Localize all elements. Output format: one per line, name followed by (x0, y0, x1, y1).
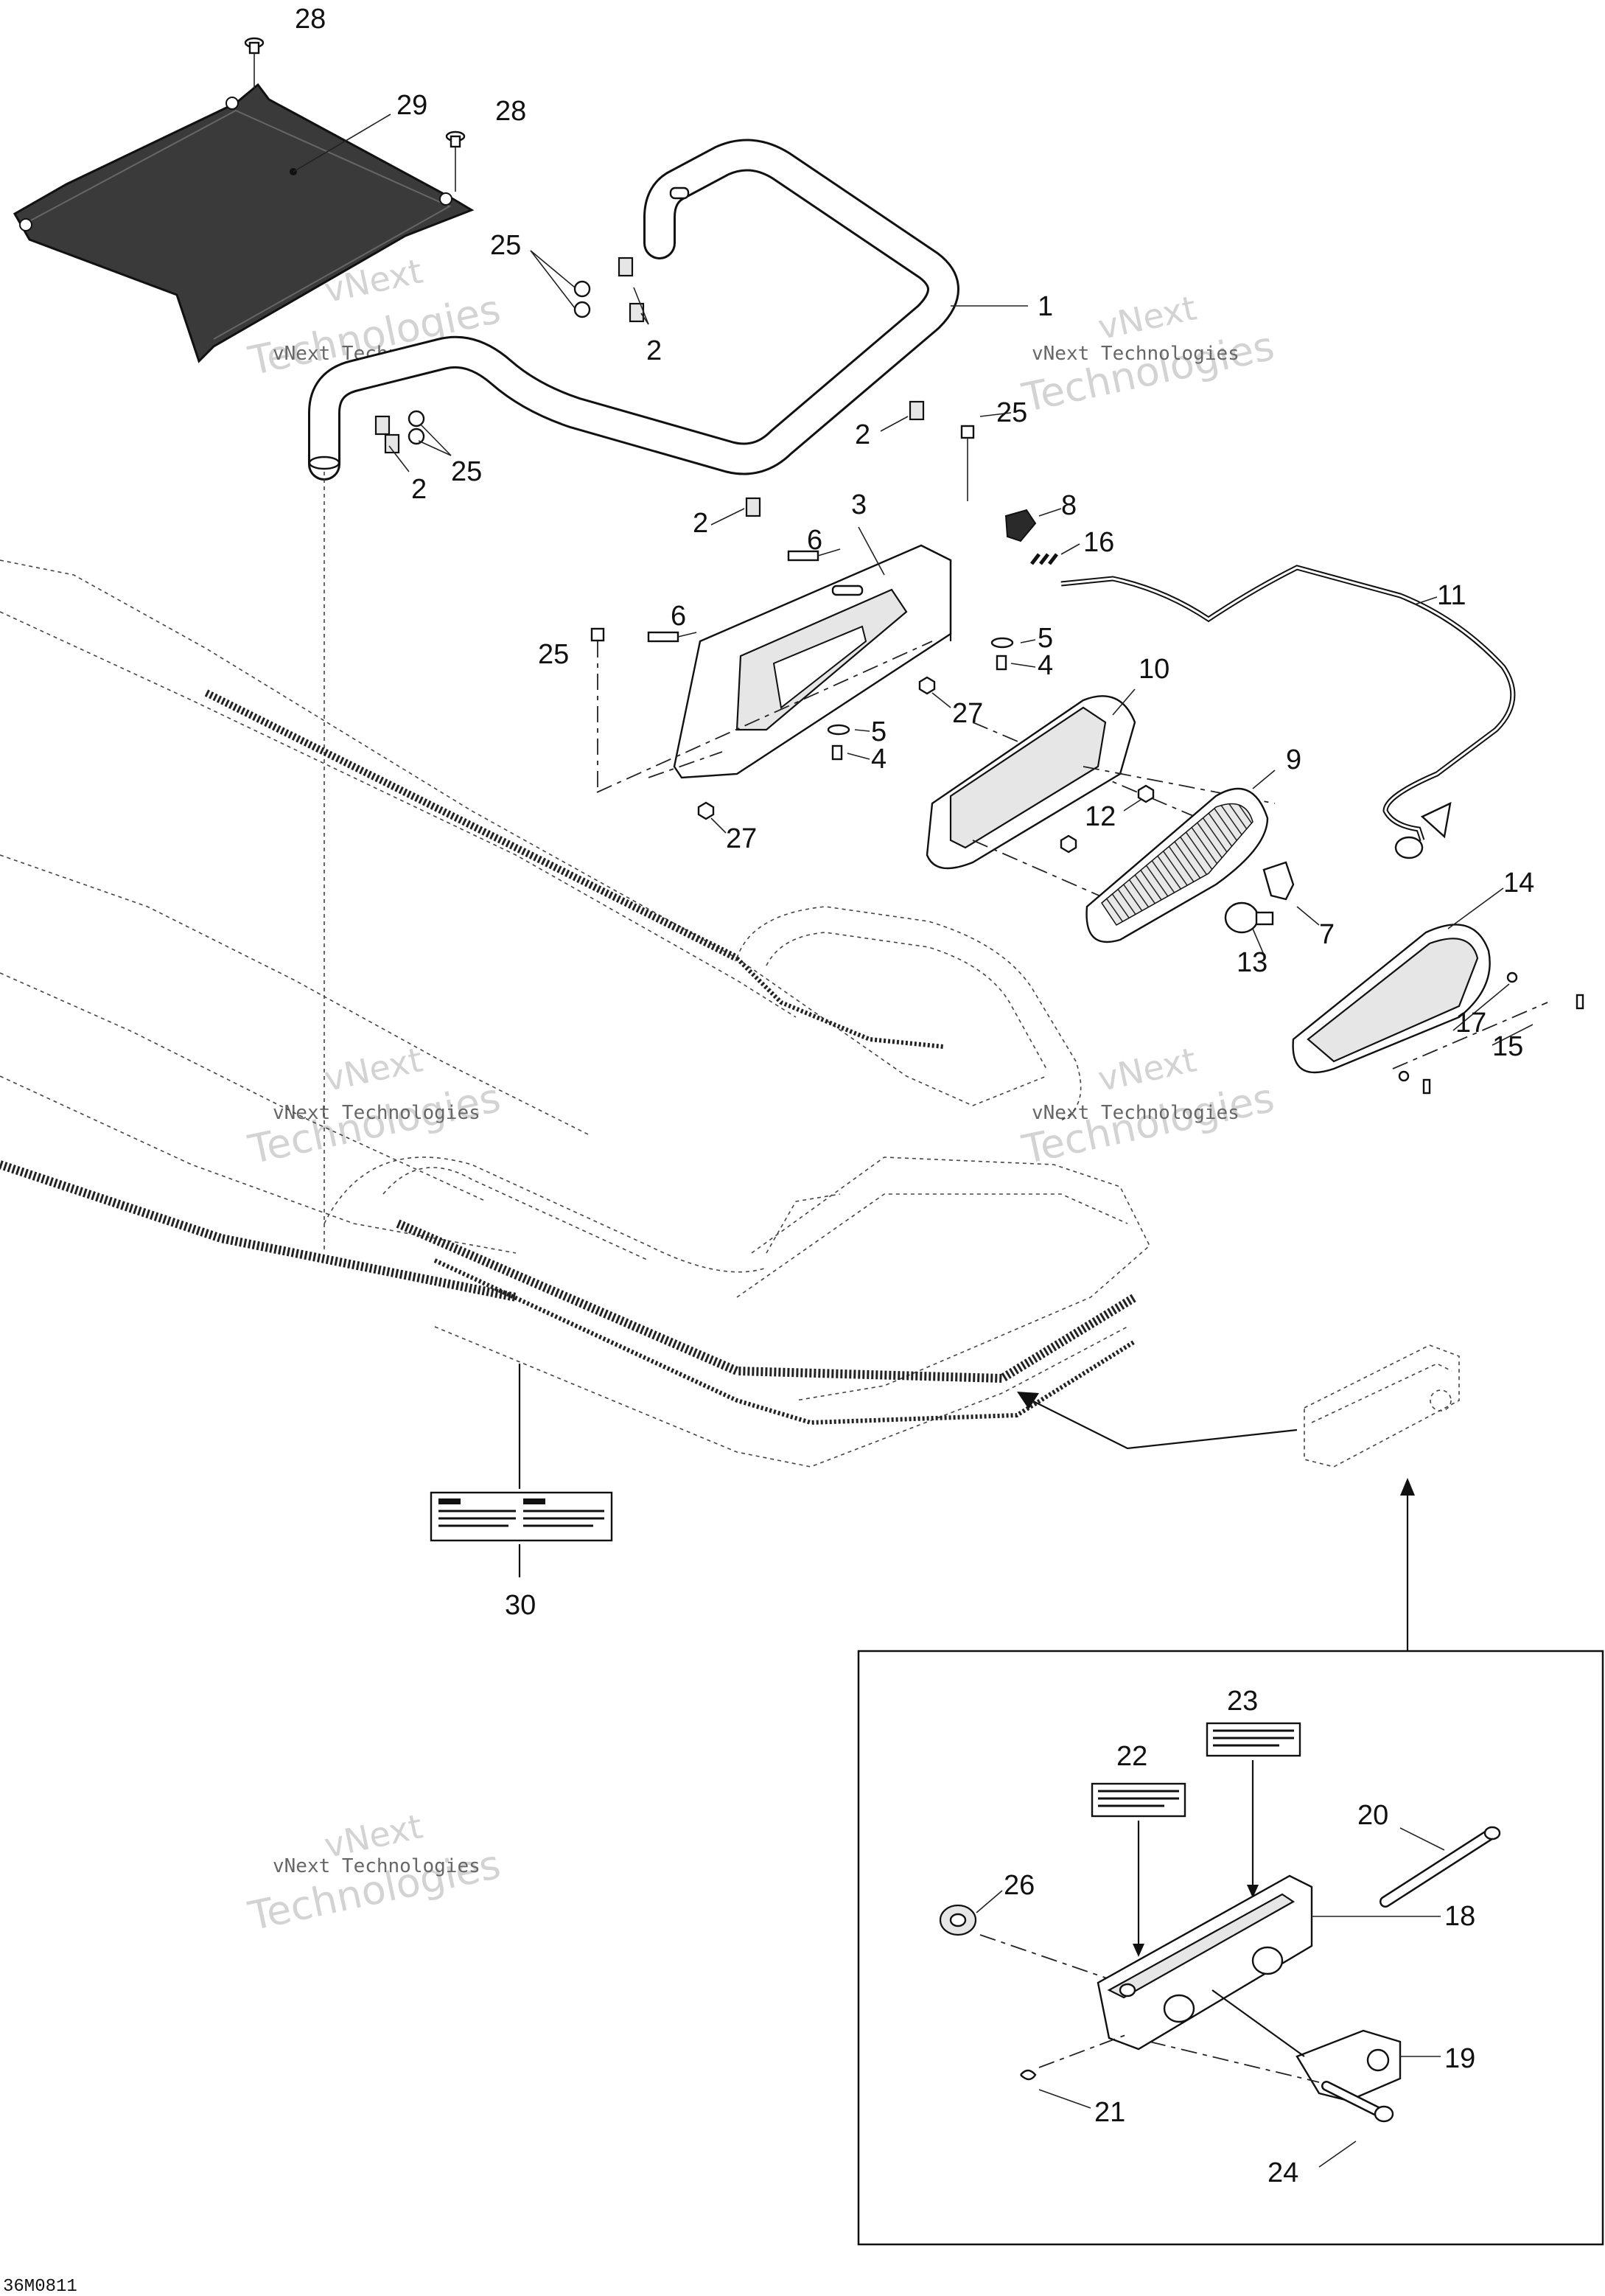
callout-26: 26 (1004, 1870, 1035, 1901)
callout-27: 27 (952, 698, 983, 729)
callout-labels: 28 29 28 25 2 1 25 2 2 25 2 3 8 16 6 11 … (295, 4, 1534, 2188)
callout-4: 4 (1038, 650, 1053, 681)
callout-30: 30 (505, 1590, 536, 1621)
leader-lines (388, 250, 1012, 526)
callout-13: 13 (1237, 947, 1267, 978)
part-22-decal (1091, 1782, 1186, 1818)
callout-23: 23 (1227, 1686, 1258, 1717)
watermark-big-top: vNext (1094, 287, 1200, 347)
part-15-17-screw-group (1398, 971, 1584, 1095)
part-28-screw-top (244, 37, 265, 88)
part-10-lamp-housing (926, 688, 1276, 918)
part-16-terminals (1030, 543, 1080, 565)
callout-2: 2 (855, 419, 870, 450)
callout-17: 17 (1455, 1008, 1486, 1039)
callout-25: 25 (490, 230, 521, 261)
part-3-bracket (596, 526, 1217, 826)
callout-25: 25 (996, 397, 1027, 428)
watermark-text: vNext Technologies (273, 1102, 480, 1124)
part-8-connector (1004, 508, 1062, 542)
callout-25: 25 (538, 639, 569, 670)
hitch-detail-inset (857, 1650, 1604, 2246)
callout-5: 5 (871, 716, 887, 747)
callout-5: 5 (1038, 623, 1053, 654)
callout-28: 28 (495, 96, 526, 127)
part-18-hitch-bracket (1097, 1874, 1441, 2051)
part-29-mat (13, 83, 475, 363)
callout-21: 21 (1094, 2097, 1125, 2128)
callout-15: 15 (1492, 1031, 1523, 1062)
part-7-socket (1262, 861, 1320, 926)
part-21-clip (1020, 2034, 1128, 2109)
part-20-pin (1380, 1826, 1501, 1908)
part-13-bulb (1224, 901, 1274, 955)
callout-18: 18 (1444, 1901, 1475, 1932)
callout-10: 10 (1139, 654, 1169, 685)
part-28-screw-right (445, 130, 466, 192)
watermark-text: vNext Technologies (1032, 343, 1239, 365)
callout-2: 2 (411, 474, 427, 505)
part-26-plug (939, 1890, 1003, 1936)
callout-28: 28 (295, 4, 326, 35)
part-24-pin (1149, 2041, 1394, 2168)
part-4-5-fastener-group (827, 637, 1036, 761)
callout-2: 2 (693, 508, 708, 539)
callout-2: 2 (646, 335, 662, 366)
callout-25: 25 (451, 456, 482, 487)
callout-22: 22 (1116, 1741, 1147, 1772)
callout-11: 11 (1437, 580, 1466, 611)
callout-1: 1 (1038, 291, 1053, 322)
watermark-text: vNext Technologies (1032, 1102, 1239, 1124)
callout-12: 12 (1085, 801, 1116, 832)
part-27-nut-group (697, 676, 951, 834)
part-25-bolt-group (408, 280, 975, 789)
callout-14: 14 (1503, 868, 1534, 898)
callout-6: 6 (671, 601, 686, 632)
watermark-big-top: vNext (1094, 1039, 1200, 1099)
callout-3: 3 (851, 489, 867, 520)
callout-8: 8 (1061, 490, 1077, 521)
callout-24: 24 (1267, 2157, 1298, 2188)
hitch-assembly-thumbnail (1304, 1344, 1460, 1468)
track-rail-group (0, 689, 1138, 1426)
part-1-grab-handle (308, 139, 1028, 1253)
watermark-text: vNext Technologies (273, 1855, 480, 1877)
callout-6: 6 (807, 525, 822, 556)
part-6-pin-group (647, 548, 841, 643)
part-30-warning-decal (430, 1364, 613, 1577)
part-12-nut-group (1060, 784, 1155, 854)
watermark-big-top: vNext (321, 1039, 426, 1099)
callout-4: 4 (871, 744, 887, 775)
part-9-reflector (1085, 770, 1276, 943)
callout-16: 16 (1083, 527, 1114, 558)
callout-9: 9 (1286, 744, 1301, 775)
callout-19: 19 (1444, 2043, 1475, 2074)
callout-29: 29 (396, 90, 427, 121)
drawing-code: 36M0811 (3, 2277, 77, 2296)
part-2-spacer-group (374, 257, 925, 517)
part-14-tail-lens (1292, 887, 1548, 1074)
snowmobile-rear-outline (0, 559, 1150, 1468)
part-23-decal (1206, 1722, 1301, 1757)
callout-27: 27 (726, 823, 757, 854)
callout-7: 7 (1319, 919, 1335, 950)
part-11-wire-harness (1060, 565, 1516, 859)
callout-20: 20 (1357, 1800, 1388, 1831)
hitch-arrow (1017, 1392, 1415, 1651)
